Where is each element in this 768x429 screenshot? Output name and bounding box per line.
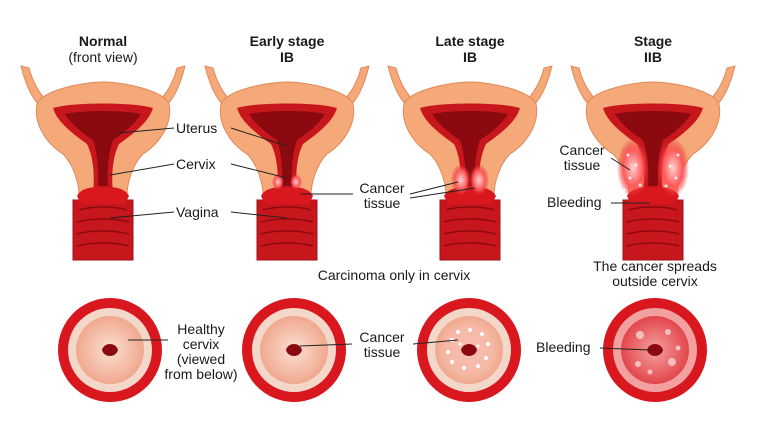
label-cervix: Cervix: [176, 157, 216, 172]
label-bleeding: Bleeding: [547, 195, 602, 210]
cervix-view-healthy: [58, 298, 162, 402]
label-bottom-bleeding: Bleeding: [536, 340, 591, 355]
heading-normal-title: Normal: [50, 33, 156, 49]
label-healthy-line2: cervix: [158, 337, 244, 352]
caption-spreads-line1: The cancer spreads: [580, 259, 730, 274]
caption-carcinoma: Carcinoma only in cervix: [284, 268, 504, 283]
label-cancer-tissue: Cancer tissue: [354, 181, 410, 211]
label-bottom-cancer-line2: tissue: [354, 345, 410, 360]
heading-normal: Normal (front view): [50, 33, 156, 65]
caption-spreads-line2: outside cervix: [580, 274, 730, 289]
heading-late-sub: IB: [417, 49, 523, 65]
heading-stage2-title: Stage: [600, 33, 706, 49]
cervix-view-early: [242, 298, 346, 402]
uterus-normal: [21, 66, 185, 260]
label-stage2-cancer-line1: Cancer: [554, 143, 610, 158]
cervix-view-stage2: [603, 298, 707, 402]
label-healthy-line4: from below): [158, 367, 244, 382]
uterus-late-ib: [388, 66, 552, 260]
label-cancer-tissue-line1: Cancer: [354, 181, 410, 196]
heading-early-title: Early stage: [234, 33, 340, 49]
stage2-cancer-left: [617, 138, 649, 198]
label-uterus: Uterus: [176, 121, 217, 136]
heading-late-title: Late stage: [417, 33, 523, 49]
heading-late: Late stage IB: [417, 33, 523, 65]
cervix-view-late: [417, 298, 521, 402]
caption-spreads: The cancer spreads outside cervix: [580, 259, 730, 289]
label-healthy-cervix: Healthy cervix (viewed from below): [158, 322, 244, 382]
label-bottom-cancer-line1: Cancer: [354, 330, 410, 345]
heading-stage2-sub: IIB: [600, 49, 706, 65]
label-stage2-cancer-line2: tissue: [554, 158, 610, 173]
heading-early: Early stage IB: [234, 33, 340, 65]
label-cancer-tissue-line2: tissue: [354, 196, 410, 211]
heading-early-sub: IB: [234, 49, 340, 65]
heading-normal-sub: (front view): [68, 49, 137, 65]
stage2-cancer-right: [657, 138, 689, 198]
uterus-early-ib: [205, 66, 369, 260]
late-cancer-right: [469, 164, 489, 196]
label-stage2-cancer-tissue: Cancer tissue: [554, 143, 610, 173]
label-bottom-cancer-tissue: Cancer tissue: [354, 330, 410, 360]
heading-stage2: Stage IIB: [600, 33, 706, 65]
label-vagina: Vagina: [176, 205, 219, 220]
early-cancer-spot-right: [290, 174, 302, 190]
label-healthy-line3: (viewed: [158, 352, 244, 367]
label-healthy-line1: Healthy: [158, 322, 244, 337]
